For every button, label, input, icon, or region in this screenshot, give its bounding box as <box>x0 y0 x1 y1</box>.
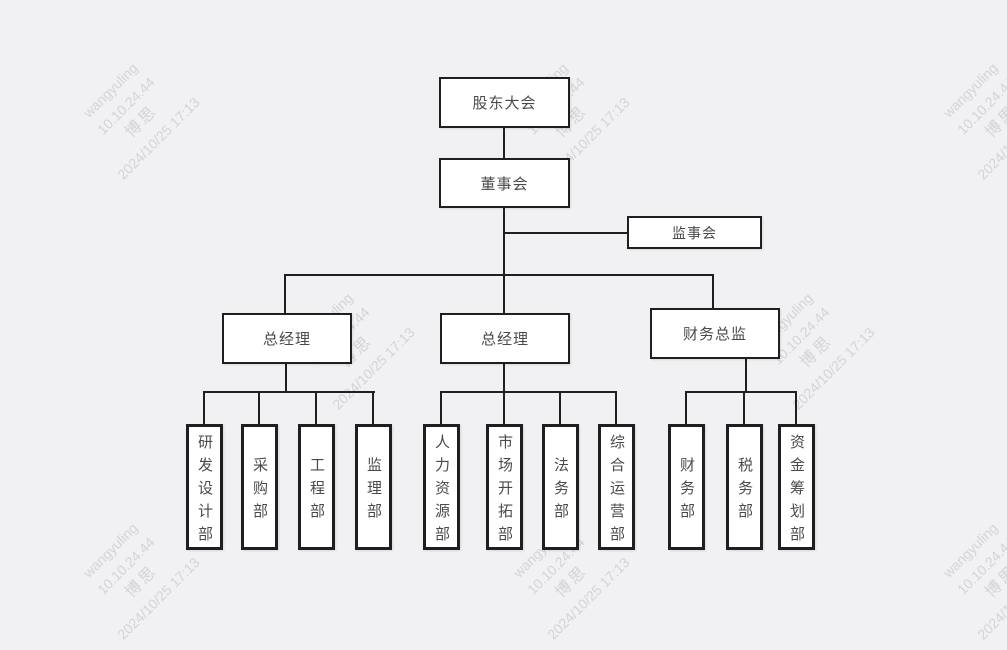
watermark-line: 2024/10/25 17:13 <box>544 554 633 643</box>
watermark-line: wangyuling <box>79 59 141 121</box>
watermark-line: 博思 <box>982 102 1007 142</box>
node-dept-rd-design: 研发设计部 <box>186 424 223 550</box>
connector-drop-gm1 <box>284 274 286 313</box>
node-general-manager-1: 总经理 <box>222 313 352 364</box>
node-dept-legal: 法务部 <box>542 424 579 550</box>
connector-drop-purchasing <box>258 391 260 424</box>
connector-gm2-down <box>503 364 505 392</box>
node-dept-finance: 财务部 <box>668 424 705 550</box>
node-dept-operations: 综合运营部 <box>598 424 635 550</box>
node-dept-market-dev: 市场开拓部 <box>486 424 523 550</box>
node-dept-supervision: 监理部 <box>355 424 392 550</box>
node-general-manager-2-label: 总经理 <box>480 331 529 348</box>
node-dept-operations-label: 综合运营部 <box>608 433 625 549</box>
connector-drop-rd-design <box>203 391 205 424</box>
watermark: wangyuling 10.10.24.44 博思 2024/10/25 17:… <box>885 465 1007 650</box>
watermark-line: 10.10.24.44 <box>953 533 1007 598</box>
watermark-line: 2024/10/25 17:13 <box>974 94 1007 183</box>
watermark-line: 博思 <box>122 102 162 142</box>
watermark-line: 10.10.24.44 <box>93 73 158 138</box>
node-dept-tax-label: 税务部 <box>736 456 753 526</box>
watermark-line: 博思 <box>982 562 1007 602</box>
connector-cfo-rail <box>685 391 797 393</box>
connector-drop-engineering <box>315 391 317 424</box>
watermark-line: wangyuling <box>79 519 141 581</box>
connector-gm1-rail <box>203 391 375 393</box>
connector-gm1-down <box>285 364 287 392</box>
watermark-line: 10.10.24.44 <box>953 73 1007 138</box>
connector-drop-operations <box>615 391 617 424</box>
node-dept-hr-label: 人力资源部 <box>433 433 450 549</box>
connector-drop-legal <box>559 391 561 424</box>
connector-board-trunk <box>503 207 505 313</box>
node-dept-engineering-label: 工程部 <box>308 456 325 526</box>
watermark-line: wangyuling <box>939 59 1001 121</box>
connector-board-supervisory <box>504 232 627 234</box>
node-dept-finance-label: 财务部 <box>678 456 695 526</box>
node-supervisory-board: 监事会 <box>627 216 762 249</box>
connector-drop-fund-planning <box>795 391 797 424</box>
watermark-line: 2024/10/25 17:13 <box>974 554 1007 643</box>
connector-drop-cfo <box>712 274 714 308</box>
connector-drop-hr <box>440 391 442 424</box>
connector-drop-finance <box>685 391 687 424</box>
node-shareholders-meeting: 股东大会 <box>439 77 570 128</box>
connector-gm2-rail <box>440 391 617 393</box>
node-general-manager-2: 总经理 <box>440 313 570 364</box>
connector-level2-rail <box>284 274 714 276</box>
node-dept-tax: 税务部 <box>726 424 763 550</box>
watermark: wangyuling 10.10.24.44 博思 2024/10/25 17:… <box>885 5 1007 224</box>
watermark: wangyuling 10.10.24.44 博思 2024/10/25 17:… <box>25 5 244 224</box>
node-board-of-directors-label: 董事会 <box>480 175 529 193</box>
node-dept-purchasing-label: 采购部 <box>251 456 268 526</box>
connector-drop-supervision <box>372 391 374 424</box>
connector-cfo-down <box>745 359 747 392</box>
node-dept-market-dev-label: 市场开拓部 <box>496 433 513 549</box>
node-dept-fund-planning-label: 资金筹划部 <box>788 433 805 549</box>
node-finance-director: 财务总监 <box>650 308 780 359</box>
node-dept-purchasing: 采购部 <box>241 424 278 550</box>
node-finance-director-label: 财务总监 <box>682 326 747 343</box>
node-dept-engineering: 工程部 <box>298 424 335 550</box>
node-dept-legal-label: 法务部 <box>552 456 569 526</box>
watermark-line: 2024/10/25 17:13 <box>114 94 203 183</box>
node-shareholders-meeting-label: 股东大会 <box>472 95 537 112</box>
node-dept-hr: 人力资源部 <box>423 424 460 550</box>
node-board-of-directors: 董事会 <box>439 158 570 208</box>
node-supervisory-board-label: 监事会 <box>672 224 717 241</box>
node-general-manager-1-label: 总经理 <box>262 331 311 348</box>
watermark-line: wangyuling <box>939 519 1001 581</box>
node-dept-rd-design-label: 研发设计部 <box>196 433 213 549</box>
node-dept-supervision-label: 监理部 <box>365 456 382 526</box>
connector-drop-tax <box>743 391 745 424</box>
connector-shareholders-board <box>503 128 505 158</box>
node-dept-fund-planning: 资金筹划部 <box>778 424 815 550</box>
connector-drop-market-dev <box>503 391 505 424</box>
